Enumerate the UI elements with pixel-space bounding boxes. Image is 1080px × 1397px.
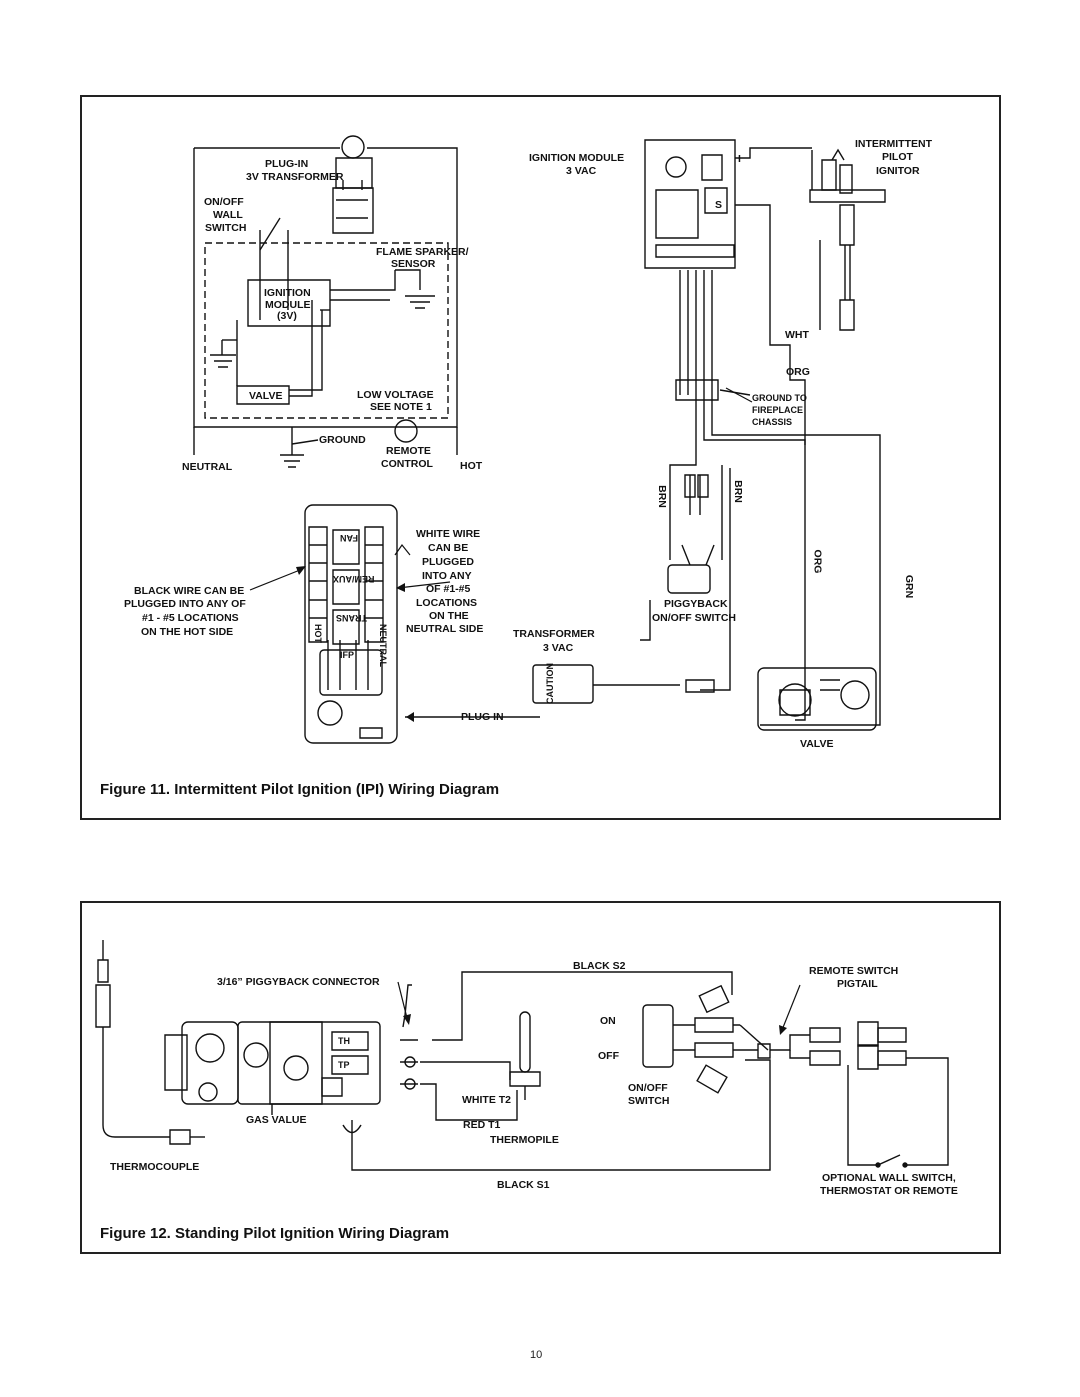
label-black-s1: BLACK S1 (497, 1179, 550, 1191)
label-org-vertical: ORG (811, 549, 824, 574)
label-thermopile: THERMOPILE (490, 1134, 559, 1146)
label-switch-12: SWITCH (628, 1095, 670, 1107)
figure-12-caption: Figure 12. Standing Pilot Ignition Wirin… (100, 1225, 450, 1242)
label-black-wire-2: PLUGGED INTO ANY OF (124, 598, 246, 610)
label-optional-1: OPTIONAL WALL SWITCH, (822, 1172, 956, 1184)
label-strip-trans: TRANS (336, 613, 367, 623)
label-on: ON (600, 1015, 616, 1027)
label-plug-in-arrow: PLUG IN (461, 711, 504, 723)
label-intermittent: INTERMITTENT (855, 138, 932, 150)
label-strip-hot: HOT (313, 624, 323, 643)
label-thermocouple: THERMOCOUPLE (110, 1161, 200, 1173)
label-white-wire-8: NEUTRAL SIDE (406, 623, 484, 635)
label-wall: WALL (213, 209, 243, 221)
page-number: 10 (530, 1349, 543, 1361)
label-fireplace: FIREPLACE (752, 405, 804, 415)
label-transformer: TRANSFORMER (513, 628, 595, 640)
label-3v-transformer: 3V TRANSFORMER (246, 171, 344, 183)
label-neutral: NEUTRAL (182, 461, 233, 473)
label-tp: TP (338, 1060, 350, 1070)
label-black-s2: BLACK S2 (573, 960, 626, 972)
label-low-voltage: LOW VOLTAGE (357, 389, 434, 401)
label-remote: REMOTE (386, 445, 431, 457)
label-black-wire-3: #1 - #5 LOCATIONS (142, 612, 239, 624)
label-gas-value: GAS VALUE (246, 1114, 307, 1126)
label-strip-fan: FAN (340, 533, 358, 543)
label-on-off-switch: ON/OFF SWITCH (652, 612, 736, 624)
label-ignition-module: IGNITION MODULE (529, 152, 625, 164)
label-black-wire-4: ON THE HOT SIDE (141, 626, 234, 638)
label-ignition-module-vac: 3 VAC (566, 165, 597, 177)
figure-12-frame (80, 901, 1001, 1254)
label-sensor: SENSOR (391, 258, 436, 270)
label-piggyback-connector: 3/16” PIGGYBACK CONNECTOR (217, 976, 380, 988)
label-on-off-12: ON/OFF (628, 1082, 668, 1094)
label-org: ORG (786, 366, 810, 378)
label-black-wire-1: BLACK WIRE CAN BE (134, 585, 245, 597)
label-on-off: ON/OFF (204, 196, 244, 208)
label-hot: HOT (460, 460, 483, 472)
label-transformer-vac: 3 VAC (543, 642, 574, 654)
label-brn-right: BRN (731, 480, 744, 503)
label-control: CONTROL (381, 458, 433, 470)
label-off: OFF (598, 1050, 619, 1062)
label-strip-neutral: NEUTRAL (378, 624, 388, 667)
label-white-wire-2: CAN BE (428, 542, 469, 554)
label-white-wire-1: WHITE WIRE (416, 528, 481, 540)
label-caution: CAUTION (545, 663, 555, 704)
label-plug-in: PLUG-IN (265, 158, 309, 170)
label-grn-vertical: GRN (903, 574, 916, 599)
label-optional-2: THERMOSTAT OR REMOTE (820, 1185, 958, 1197)
label-strip-remote: REM/AUX (333, 574, 375, 584)
label-switch: SWITCH (205, 222, 247, 234)
label-see-note: SEE NOTE 1 (370, 401, 432, 413)
label-flame-sparker: FLAME SPARKER/ (376, 246, 469, 258)
label-valve-right: VALVE (800, 738, 834, 750)
label-ignitor: IGNITOR (876, 165, 920, 177)
label-white-wire-7: ON THE (429, 610, 469, 622)
label-chassis: CHASSIS (752, 417, 793, 427)
label-red-t1: RED T1 (463, 1119, 501, 1131)
label-strip-ifp: IFP (340, 650, 355, 660)
figure-11-caption: Figure 11. Intermittent Pilot Ignition (… (100, 781, 500, 798)
label-ground: GROUND (319, 434, 366, 446)
label-ground-to: GROUND TO (752, 393, 807, 403)
label-pilot: PILOT (882, 151, 913, 163)
label-module-3v: (3V) (277, 310, 297, 322)
label-pigtail: PIGTAIL (837, 978, 878, 990)
label-ignition: IGNITION (264, 287, 311, 299)
label-th: TH (338, 1036, 350, 1046)
label-white-wire-3: PLUGGED (422, 556, 474, 568)
label-module-s: S (715, 199, 723, 211)
label-white-wire-4: INTO ANY (422, 570, 472, 582)
label-white-wire-5: OF #1-#5 (426, 583, 471, 595)
label-white-t2: WHITE T2 (462, 1094, 511, 1106)
label-white-wire-6: LOCATIONS (416, 597, 478, 609)
label-valve-left: VALVE (249, 390, 283, 402)
label-wht: WHT (785, 329, 809, 341)
label-module-i: I (738, 153, 741, 165)
label-piggyback: PIGGYBACK (664, 598, 728, 610)
label-remote-switch: REMOTE SWITCH (809, 965, 899, 977)
label-brn-left: BRN (655, 485, 668, 508)
label-module: MODULE (265, 299, 311, 311)
